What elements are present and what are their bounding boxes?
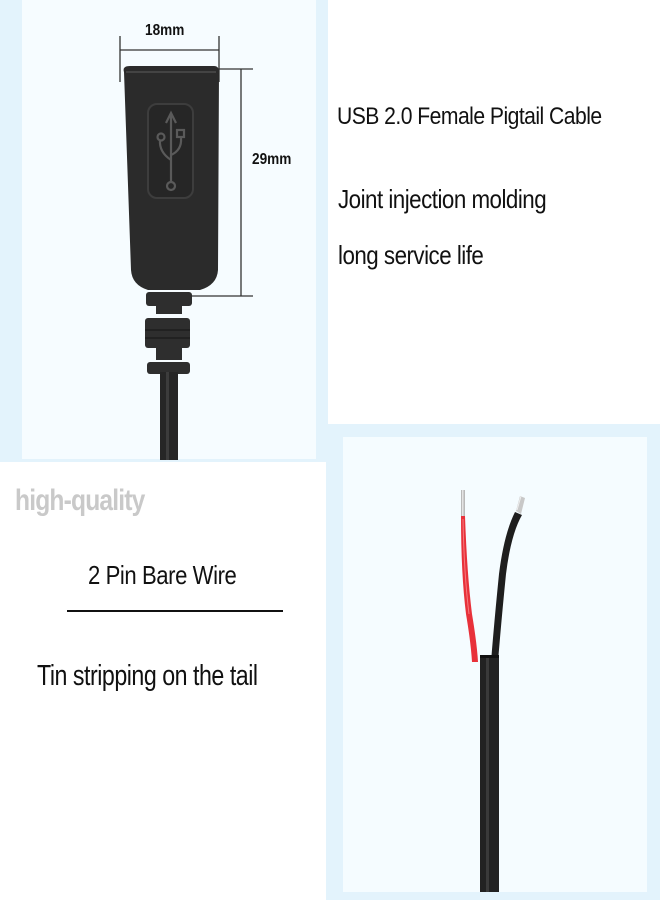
wire-description: Tin stripping on the tail — [37, 660, 258, 692]
divider-line — [67, 610, 283, 612]
wire-info-panel — [0, 470, 328, 900]
usb-connector-image — [119, 36, 253, 460]
wire-heading: 2 Pin Bare Wire — [88, 560, 237, 590]
width-dimension-line — [119, 36, 220, 82]
height-dimension-line — [190, 68, 253, 297]
feature-service-life: long service life — [338, 240, 484, 270]
product-info-panel — [328, 0, 660, 420]
width-dimension-label: 18mm — [145, 22, 185, 39]
bare-wire-image — [461, 490, 525, 892]
quality-watermark: high-quality — [15, 484, 145, 517]
product-title: USB 2.0 Female Pigtail Cable — [337, 103, 602, 130]
height-dimension-label: 29mm — [252, 151, 292, 168]
panel-divider — [326, 462, 330, 900]
feature-injection-molding: Joint injection molding — [338, 184, 547, 214]
